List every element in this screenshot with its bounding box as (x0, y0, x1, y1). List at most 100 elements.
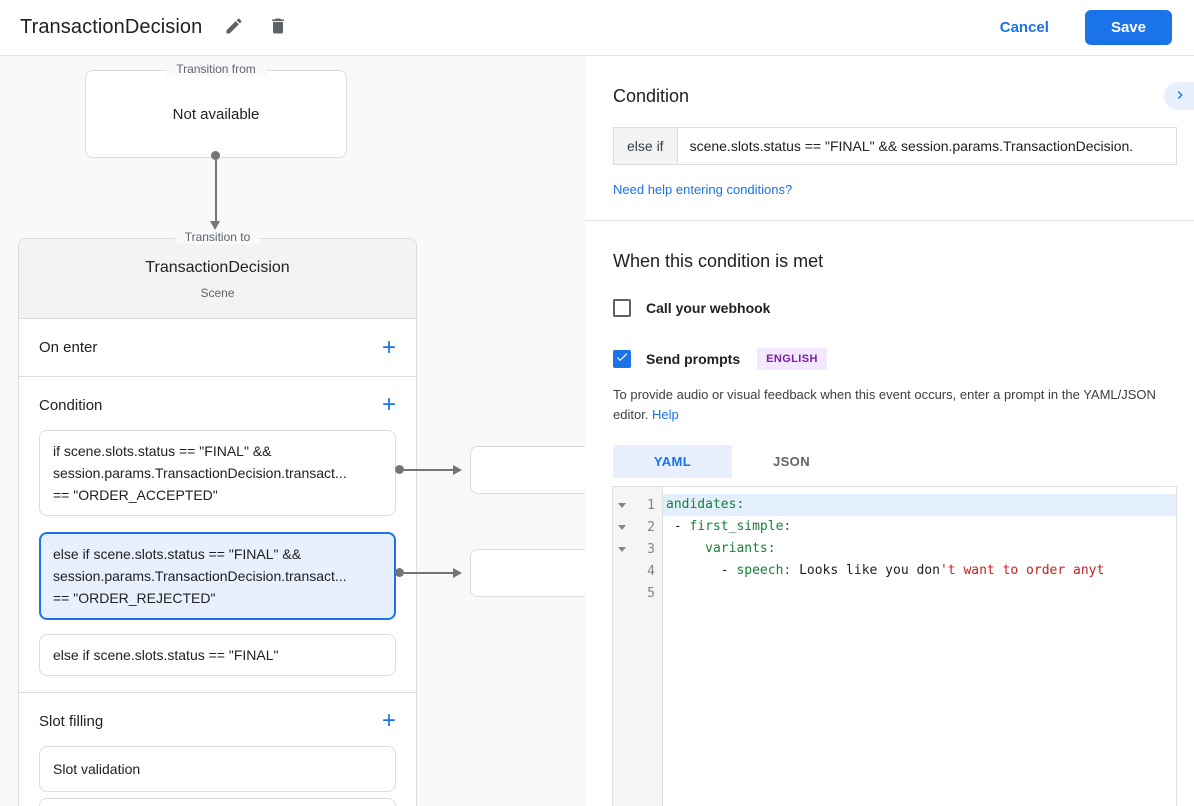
add-on-enter-button[interactable]: + (381, 333, 396, 361)
editor-gutter: 1 2 3 4 5 (613, 487, 663, 806)
condition-line: session.params.TransactionDecision.trans… (53, 465, 347, 481)
yaml-plain: - (666, 519, 690, 535)
send-prompts-checkbox[interactable] (613, 350, 631, 368)
transition-to-card: Transition to TransactionDecision Scene … (18, 230, 417, 806)
send-prompts-label[interactable]: Send prompts (646, 351, 741, 367)
gutter-row: 4 (613, 560, 662, 582)
yaml-string: 't want to order anyt (939, 563, 1105, 579)
tab-yaml[interactable]: YAML (613, 445, 732, 479)
condition-line: session.params.TransactionDecision.trans… (53, 568, 347, 584)
scene-name: TransactionDecision (145, 259, 290, 276)
condition-section-label: Condition (39, 396, 103, 414)
gutter-row: 2 (613, 516, 662, 538)
gutter-row: 1 (613, 494, 662, 516)
send-prompts-row: Send prompts ENGLISH (613, 348, 1177, 370)
cancel-button[interactable]: Cancel (999, 19, 1049, 36)
save-button[interactable]: Save (1084, 10, 1172, 45)
fold-arrow-icon[interactable] (618, 525, 626, 531)
call-webhook-label[interactable]: Call your webhook (646, 300, 771, 316)
edit-scene-button[interactable] (222, 16, 246, 40)
condition-detail-panel: Condition else if Need help entering con… (585, 56, 1194, 806)
line-number: 5 (647, 585, 655, 601)
transition-from-content: Not available (172, 105, 260, 123)
line-number: 4 (647, 563, 655, 579)
transition-to-legend: Transition to (174, 230, 261, 244)
arrow-down-icon (210, 221, 220, 230)
fold-arrow-icon[interactable] (618, 503, 626, 509)
yaml-key: speech: (736, 563, 792, 579)
condition-expression-input[interactable] (676, 127, 1177, 165)
code-line (663, 582, 1176, 604)
arrow-right-icon (453, 568, 462, 578)
gutter-row: 5 (613, 582, 662, 604)
gutter-row: 3 (613, 538, 662, 560)
transition-target-box[interactable] (470, 446, 585, 494)
condition-card-accepted[interactable]: if scene.slots.status == "FINAL" && sess… (39, 430, 396, 516)
condition-card-rejected-selected[interactable]: else if scene.slots.status == "FINAL" &&… (39, 532, 396, 620)
condition-help-link[interactable]: Need help entering conditions? (613, 182, 793, 197)
condition-line: == "ORDER_REJECTED" (53, 590, 216, 606)
code-line: - first_simple: (663, 516, 1176, 538)
yaml-editor: 1 2 3 4 5 andidates: - fir (612, 486, 1177, 806)
connector-line (215, 160, 217, 221)
transition-from-box: Transition from Not available (85, 62, 347, 158)
condition-line: if scene.slots.status == "FINAL" && (53, 443, 272, 459)
condition-line: else if scene.slots.status == "FINAL" (53, 647, 279, 663)
slot-filling-section: Slot filling + Slot validation (19, 693, 416, 806)
on-enter-label: On enter (39, 339, 98, 356)
yaml-plain (666, 541, 705, 556)
chevron-right-icon (1172, 87, 1188, 106)
pencil-icon (224, 16, 244, 39)
connector-line (404, 572, 453, 574)
condition-line: else if scene.slots.status == "FINAL" && (53, 546, 302, 562)
delete-scene-button[interactable] (266, 16, 290, 40)
tab-json[interactable]: JSON (732, 445, 851, 478)
line-number: 1 (647, 497, 655, 513)
top-actions: Cancel Save (1000, 10, 1172, 45)
condition-card-final[interactable]: else if scene.slots.status == "FINAL" (39, 634, 396, 676)
arrow-right-icon (453, 465, 462, 475)
else-if-chip: else if (613, 127, 677, 165)
yaml-plain: - (666, 563, 737, 579)
editor-code-area[interactable]: andidates: - first_simple: variants: - s… (663, 487, 1176, 806)
title-area: TransactionDecision (20, 16, 290, 40)
webhook-row: Call your webhook (613, 299, 1177, 317)
slot-validation-card[interactable]: Slot validation (39, 746, 396, 792)
connector-dot (395, 465, 404, 474)
slot-card-partial[interactable] (39, 798, 396, 806)
line-number: 2 (647, 519, 655, 535)
feedback-text: To provide audio or visual feedback when… (613, 387, 1156, 423)
call-webhook-checkbox[interactable] (613, 299, 631, 317)
connector-dot (395, 568, 404, 577)
scene-type-label: Scene (200, 286, 235, 300)
transition-from-legend: Transition from (166, 62, 266, 76)
fold-arrow-icon[interactable] (618, 547, 626, 553)
language-badge: ENGLISH (757, 348, 827, 370)
code-line: variants: (663, 538, 1176, 560)
connector-dot (211, 151, 220, 160)
trash-icon (268, 16, 288, 39)
feedback-help-link[interactable]: Help (652, 407, 679, 423)
page-title: TransactionDecision (20, 16, 203, 38)
yaml-key: variants: (705, 541, 776, 557)
add-condition-button[interactable]: + (381, 391, 396, 418)
add-slot-button[interactable]: + (381, 707, 396, 734)
top-bar: TransactionDecision Cancel Save (0, 0, 1194, 56)
panel-divider (585, 220, 1194, 221)
on-enter-section: On enter + (19, 319, 416, 377)
transition-target-box[interactable] (470, 549, 585, 597)
code-line: - speech: Looks like you don't want to o… (663, 560, 1176, 582)
condition-line: == "ORDER_ACCEPTED" (53, 487, 218, 503)
yaml-key: first_simple: (689, 519, 792, 535)
checkmark-icon (615, 350, 629, 369)
when-condition-met-title: When this condition is met (613, 251, 824, 271)
condition-section: Condition + if scene.slots.status == "FI… (19, 377, 416, 693)
yaml-key: andidates: (666, 497, 745, 513)
collapse-panel-button[interactable] (1164, 82, 1194, 110)
yaml-plain: Looks like you don (791, 563, 940, 579)
line-number: 3 (647, 541, 655, 557)
scene-card-header: TransactionDecision Scene (19, 239, 416, 319)
scene-graph-canvas: Transition from Not available Transition… (0, 56, 585, 806)
prompt-feedback-text: To provide audio or visual feedback when… (613, 385, 1169, 425)
